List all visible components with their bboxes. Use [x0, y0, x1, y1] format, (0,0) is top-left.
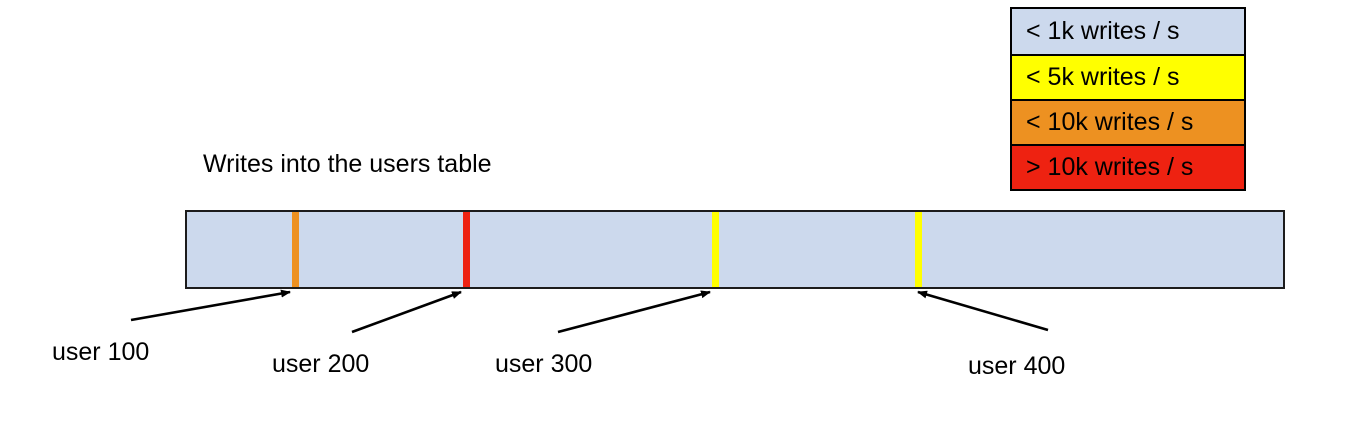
users-table-bar: [185, 210, 1285, 289]
annotation-label-user-200: user 200: [272, 350, 370, 378]
legend-entry-label: < 5k writes / s: [1026, 63, 1180, 91]
legend: < 1k writes / s < 5k writes / s < 10k wr…: [1010, 7, 1246, 191]
annotation-label-user-400: user 400: [968, 352, 1066, 380]
legend-entry-label: < 10k writes / s: [1026, 108, 1194, 136]
legend-entry-label: < 1k writes / s: [1026, 17, 1180, 45]
stripe-user-300: [712, 212, 719, 287]
stripe-user-100: [292, 212, 299, 287]
legend-entry-lt-1k: < 1k writes / s: [1012, 9, 1244, 54]
legend-entry-lt-10k: < 10k writes / s: [1012, 99, 1244, 144]
chart-title: Writes into the users table: [203, 150, 492, 178]
legend-entry-gt-10k: > 10k writes / s: [1012, 144, 1244, 189]
arrow-user-100: [130, 289, 291, 322]
stripe-user-200: [463, 212, 470, 287]
arrow-user-400: [917, 290, 1049, 332]
stripe-user-400: [915, 212, 922, 287]
legend-entry-label: > 10k writes / s: [1026, 153, 1194, 181]
arrow-user-300: [557, 290, 711, 334]
legend-entry-lt-5k: < 5k writes / s: [1012, 54, 1244, 99]
annotation-label-user-100: user 100: [52, 338, 150, 366]
arrow-user-200: [351, 290, 462, 334]
annotation-label-user-300: user 300: [495, 350, 593, 378]
